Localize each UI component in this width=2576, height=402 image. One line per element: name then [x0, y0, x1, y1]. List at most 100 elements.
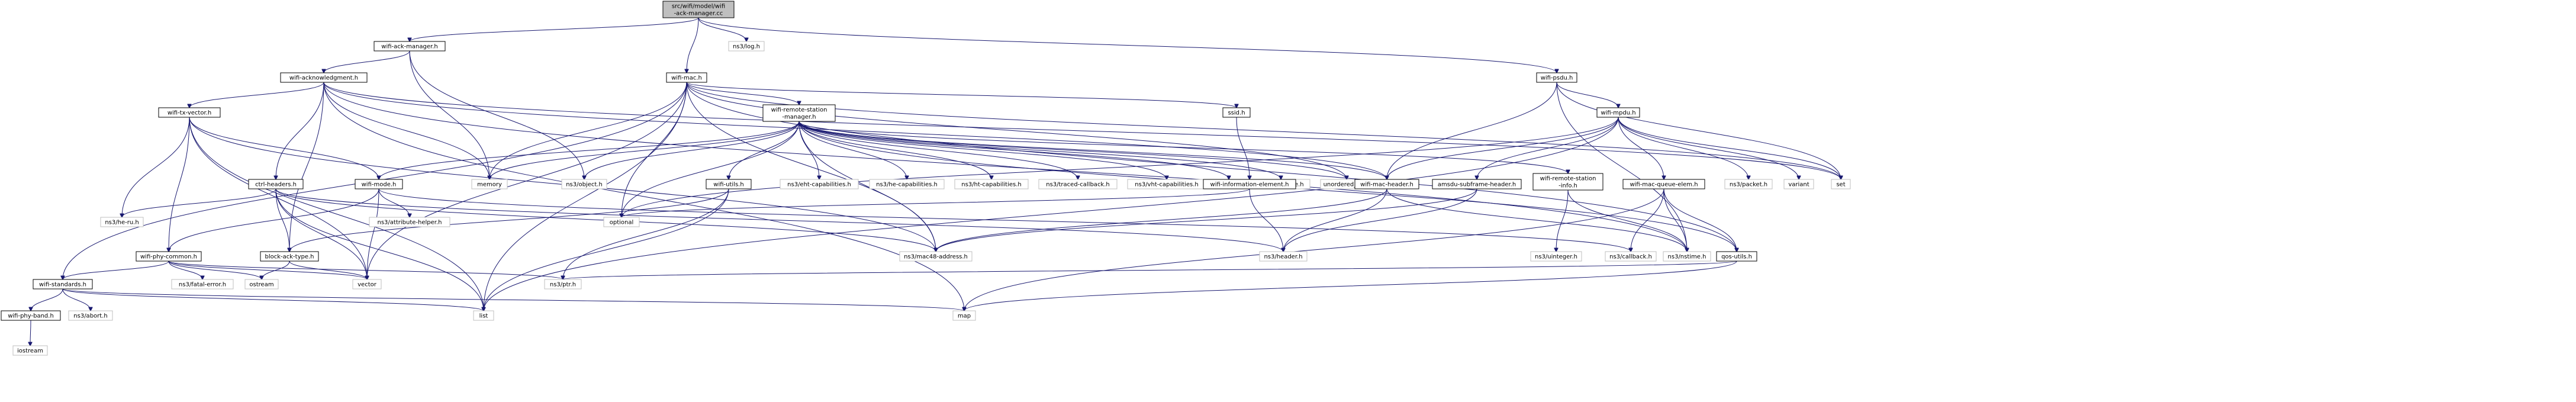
- node-ns3-mac48-address-h: ns3/mac48-address.h: [899, 251, 973, 262]
- node-label: ns3/abort.h: [73, 313, 107, 320]
- include-edge: [367, 82, 687, 279]
- node-wifi-mode-h[interactable]: wifi-mode.h: [355, 179, 403, 189]
- node-memory: memory: [471, 179, 508, 189]
- node-box: [248, 179, 304, 189]
- node-wifi-phy-common-h[interactable]: wifi-phy-common.h: [136, 251, 202, 262]
- include-edge: [189, 117, 367, 279]
- node-label: ns3/ht-capabilities.h: [961, 182, 1022, 188]
- node-box: [1596, 107, 1640, 118]
- include-edge: [622, 121, 800, 217]
- node-ns3-packet-h: ns3/packet.h: [1724, 179, 1773, 189]
- node-ns3-header-h: ns3/header.h: [1259, 251, 1308, 262]
- node-box: [355, 179, 403, 189]
- include-edge: [409, 50, 584, 179]
- node-label: ostream: [249, 282, 273, 288]
- node-label: wifi-standards.h: [39, 282, 86, 288]
- node-label: iostream: [17, 348, 43, 355]
- include-edge: [1618, 117, 1841, 179]
- node-label: wifi-remote-station: [771, 107, 827, 114]
- node-label: wifi-phy-band.h: [8, 313, 54, 320]
- include-edge: [62, 288, 484, 311]
- node-root: src/wifi/model/wifi-ack-manager.cc: [662, 1, 735, 18]
- include-edge: [275, 188, 484, 311]
- node-block-ack-type-h[interactable]: block-ack-type.h: [260, 251, 319, 262]
- include-edge: [189, 117, 484, 311]
- node-label: -info.h: [1559, 183, 1577, 189]
- include-edge: [563, 261, 1737, 279]
- node-wifi-utils-h[interactable]: wifi-utils.h: [706, 179, 752, 189]
- node-wifi-standards-h[interactable]: wifi-standards.h: [33, 279, 93, 290]
- include-edge: [1387, 82, 1557, 179]
- node-box: [869, 179, 945, 189]
- include-edge: [798, 121, 1281, 179]
- include-edge: [62, 288, 964, 311]
- include-edge: [686, 82, 1237, 108]
- node-label: wifi-psdu.h: [1541, 75, 1573, 82]
- node-ns3-log-h: ns3/log.h: [728, 41, 765, 52]
- node-box: [1532, 173, 1603, 191]
- node-label: ns3/fatal-error.h: [179, 282, 226, 288]
- node-label: ns3/ptr.h: [550, 282, 576, 288]
- node-box: [1259, 251, 1308, 262]
- include-edge: [622, 117, 1619, 217]
- include-edge: [378, 188, 1631, 252]
- include-edge: [698, 17, 1557, 73]
- node-box: [244, 279, 279, 290]
- node-list: list: [473, 310, 494, 321]
- node-label: ns3/packet.h: [1730, 182, 1767, 188]
- node-label: wifi-ack-manager.h: [381, 44, 437, 50]
- node-box: [1432, 179, 1522, 189]
- node-wifi-remote-station-info-h[interactable]: wifi-remote-station-info.h: [1532, 173, 1603, 191]
- node-wifi-mac-queue-elem-h[interactable]: wifi-mac-queue-elem.h: [1622, 179, 1705, 189]
- node-box: [1203, 179, 1296, 189]
- node-wifi-tx-vector-h[interactable]: wifi-tx-vector.h: [158, 107, 221, 118]
- include-edge: [122, 117, 190, 217]
- node-wifi-mac-header-h[interactable]: wifi-mac-header.h: [1354, 179, 1419, 189]
- node-label: wifi-information-element.h: [1210, 182, 1289, 188]
- node-wifi-information-element-h[interactable]: wifi-information-element.h: [1203, 179, 1296, 189]
- include-edge: [1387, 117, 1619, 179]
- node-wifi-phy-band-h[interactable]: wifi-phy-band.h: [1, 310, 61, 321]
- node-label: -ack-manager.cc: [674, 11, 723, 17]
- node-qos-utils-h[interactable]: qos-utils.h: [1716, 251, 1757, 262]
- node-wifi-psdu-h[interactable]: wifi-psdu.h: [1536, 72, 1577, 83]
- node-ctrl-headers-h[interactable]: ctrl-headers.h: [248, 179, 304, 189]
- node-box: [899, 251, 973, 262]
- node-amsdu-subframe-header-h[interactable]: amsdu-subframe-header.h: [1432, 179, 1522, 189]
- node-wifi-mpdu-h[interactable]: wifi-mpdu.h: [1596, 107, 1640, 118]
- node-label: map: [958, 313, 971, 320]
- node-label: wifi-acknowledgment.h: [289, 75, 358, 82]
- include-edge: [798, 121, 1568, 173]
- include-edge: [622, 188, 1250, 217]
- node-label: qos-utils.h: [1721, 254, 1752, 261]
- node-box: [1783, 179, 1814, 189]
- node-label: wifi-mac-header.h: [1360, 182, 1413, 188]
- node-box: [280, 72, 368, 83]
- node-wifi-mac-h[interactable]: wifi-mac.h: [666, 72, 707, 83]
- include-edge: [275, 188, 289, 252]
- node-box: [100, 217, 144, 227]
- node-wifi-remote-station-manager-h[interactable]: wifi-remote-station-manager.h: [762, 104, 836, 122]
- node-box: [762, 104, 836, 122]
- node-label: vector: [358, 282, 377, 288]
- node-label: ns3/callback.h: [1609, 254, 1652, 261]
- node-ssid-h[interactable]: ssid.h: [1222, 107, 1251, 118]
- include-edge: [379, 121, 800, 179]
- include-edge: [323, 82, 1387, 179]
- include-edge: [122, 188, 276, 217]
- node-ns3-fatal-error-h: ns3/fatal-error.h: [171, 279, 234, 290]
- include-edge: [490, 82, 687, 179]
- include-edge: [484, 117, 1619, 311]
- node-label: wifi-mode.h: [362, 182, 397, 188]
- node-wifi-acknowledgment-h[interactable]: wifi-acknowledgment.h: [280, 72, 368, 83]
- include-edge: [410, 17, 699, 41]
- include-edge: [262, 261, 290, 279]
- include-edge: [323, 82, 1687, 252]
- node-ostream: ostream: [244, 279, 279, 290]
- node-box: [33, 279, 93, 290]
- node-box: [954, 179, 1029, 189]
- include-edge: [936, 188, 1387, 252]
- node-wifi-ack-manager-h[interactable]: wifi-ack-manager.h: [373, 41, 446, 52]
- node-ns3-abort-h: ns3/abort.h: [68, 310, 113, 321]
